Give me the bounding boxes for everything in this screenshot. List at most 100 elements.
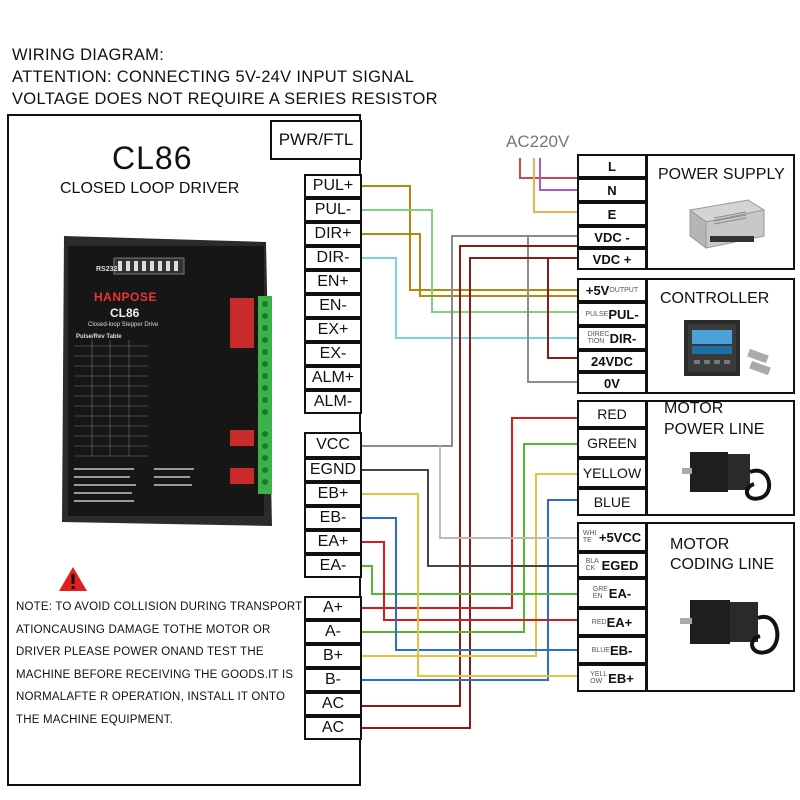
- ctrl-dir-label: DIR-: [609, 330, 637, 346]
- motor-coding-title-2: CODING LINE: [670, 556, 775, 573]
- mp-terminal-red: RED: [577, 400, 647, 428]
- terminal-a-minus: A-: [304, 620, 362, 644]
- wire-vdc-minus: [362, 235, 578, 447]
- mc-green-label: EA-: [608, 585, 632, 601]
- terminal-b-minus: B-: [304, 668, 362, 692]
- terminal-pul-plus: PUL+: [304, 174, 362, 198]
- wire-ac-out: [362, 245, 578, 707]
- ctrl-terminal-24vdc: 24VDC: [577, 350, 647, 372]
- mc-blue-color: BLUE: [591, 646, 610, 654]
- ps-terminal-vdc-minus: VDC -: [577, 226, 647, 248]
- wire-vdc-plus-ctrl: [547, 258, 578, 359]
- terminal-vcc: VCC: [304, 432, 362, 458]
- wire-ac-l: [519, 158, 579, 179]
- mc-white-label: +5VCC: [598, 529, 642, 545]
- terminal-eb-plus: EB+: [304, 482, 362, 506]
- mc-yellow-color: YELLOW: [590, 671, 608, 685]
- wire-vdc-minus-ctrl: [527, 236, 578, 383]
- terminal-alm-minus: ALM-: [304, 390, 362, 414]
- wire-enc-vcc: [439, 446, 578, 539]
- pwr-ftl-label: PWR/FTL: [270, 120, 362, 160]
- mc-black-label: EGED: [601, 557, 639, 573]
- mc-yellow-label: EB+: [608, 670, 634, 686]
- mc-black-color: BLACK: [585, 558, 599, 572]
- ctrl-5v-suffix: OUTPUT: [609, 286, 639, 294]
- wire-dir-plus: [362, 233, 578, 297]
- controller-image: [678, 312, 778, 391]
- terminal-dir-minus: DIR-: [304, 246, 362, 270]
- terminal-eb-minus: EB-: [304, 506, 362, 530]
- mc-green-color: GREEN: [592, 586, 608, 600]
- wire-ac-e: [533, 158, 578, 213]
- photo-rs232: RS232: [96, 266, 118, 273]
- header-line-1: WIRING DIAGRAM:: [12, 46, 165, 64]
- terminal-ac-1: AC: [304, 692, 362, 716]
- driver-model: CL86: [112, 140, 193, 176]
- motor-power-image: [680, 444, 780, 511]
- wire-enc-egnd: [362, 469, 578, 567]
- motor-power-title-1: MOTOR: [664, 400, 724, 417]
- ctrl-pul-small: PULSE: [585, 310, 609, 318]
- wire-enc-ea-minus: [362, 565, 578, 595]
- mc-red-label: EA+: [606, 614, 633, 630]
- mp-terminal-yellow: YELLOW: [577, 458, 647, 488]
- wire-vdc-plus: [362, 257, 578, 729]
- mc-terminal-white: WHITE+5VCC: [577, 522, 647, 552]
- power-supply-image: [686, 196, 766, 259]
- ps-terminal-l: L: [577, 154, 647, 178]
- wire-pul-minus: [362, 209, 578, 313]
- ac220v-label: AC220V: [506, 132, 570, 151]
- wire-ac-n: [539, 158, 578, 191]
- wire-dir-minus: [362, 257, 578, 339]
- wire-enc-ea-plus: [362, 541, 578, 621]
- wire-motor-blue: [362, 499, 578, 681]
- mc-blue-label: EB-: [609, 642, 633, 658]
- mc-red-color: RED: [591, 618, 607, 626]
- wire-enc-eb-plus: [362, 493, 578, 677]
- terminal-ea-plus: EA+: [304, 530, 362, 554]
- photo-model: CL86: [110, 306, 140, 320]
- terminal-en-plus: EN+: [304, 270, 362, 294]
- terminal-egnd: EGND: [304, 458, 362, 482]
- photo-brand: HANPOSE: [94, 290, 157, 304]
- photo-desc: Closed-loop Stepper Drive: [88, 322, 159, 328]
- controller-title: CONTROLLER: [660, 290, 770, 307]
- terminal-pul-minus: PUL-: [304, 198, 362, 222]
- power-supply-title: POWER SUPPLY: [658, 166, 785, 183]
- driver-subtitle: CLOSED LOOP DRIVER: [60, 180, 240, 197]
- terminal-ea-minus: EA-: [304, 554, 362, 578]
- terminal-ac-2: AC: [304, 716, 362, 740]
- warning-icon: [58, 566, 88, 592]
- mc-white-color: WHITE: [582, 530, 597, 544]
- wire-enc-eb-minus: [362, 517, 578, 651]
- ctrl-terminal-0v: 0V: [577, 372, 647, 394]
- terminal-a-plus: A+: [304, 596, 362, 620]
- header-line-2: ATTENTION: CONNECTING 5V-24V INPUT SIGNA…: [12, 68, 415, 86]
- terminal-b-plus: B+: [304, 644, 362, 668]
- header-line-3: VOLTAGE DOES NOT REQUIRE A SERIES RESIST…: [12, 90, 438, 108]
- wire-pul-plus: [362, 185, 578, 291]
- motor-power-title-2: POWER LINE: [664, 421, 765, 438]
- driver-photo: RS232 HANPOSE CL86 Closed-loop Stepper D…: [54, 236, 280, 526]
- terminal-en-minus: EN-: [304, 294, 362, 318]
- terminal-ex-minus: EX-: [304, 342, 362, 366]
- ctrl-5v-label: +5V: [585, 282, 610, 298]
- terminal-ex-plus: EX+: [304, 318, 362, 342]
- motor-coding-image: [676, 588, 786, 673]
- power-supply-info: [646, 154, 795, 270]
- motor-coding-title-1: MOTOR: [670, 536, 730, 553]
- mp-terminal-green: GREEN: [577, 428, 647, 458]
- photo-table-title: Pulse/Rev Table: [76, 334, 122, 340]
- mp-terminal-blue: BLUE: [577, 488, 647, 516]
- ps-terminal-e: E: [577, 202, 647, 226]
- terminal-dir-plus: DIR+: [304, 222, 362, 246]
